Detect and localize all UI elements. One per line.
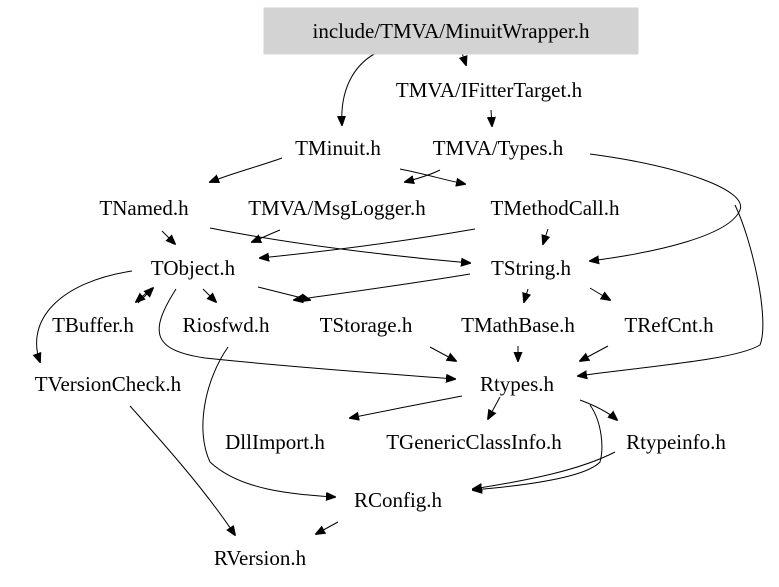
- edges-layer: [37, 52, 764, 535]
- node-tmathbase[interactable]: TMathBase.h: [461, 313, 575, 337]
- edge-rtypes-to-rtypeinfo: [579, 399, 617, 420]
- node-tmethodcall[interactable]: TMethodCall.h: [491, 196, 620, 220]
- edge-riosfwd-to-rconfig: [202, 346, 335, 497]
- node-trefcnt[interactable]: TRefCnt.h: [624, 313, 714, 337]
- edge-tnamed-to-tobject: [161, 230, 175, 244]
- edge-tnamed-to-tstring: [209, 227, 470, 263]
- node-label: Riosfwd.h: [183, 313, 270, 337]
- node-minuitwrapper[interactable]: include/TMVA/MinuitWrapper.h: [263, 7, 639, 55]
- nodes-layer: include/TMVA/MinuitWrapper.hTMVA/IFitter…: [35, 7, 726, 570]
- edge-tstring-to-tmathbase: [524, 288, 528, 302]
- node-rtypes[interactable]: Rtypes.h: [480, 372, 555, 396]
- node-rversion[interactable]: RVersion.h: [214, 546, 307, 570]
- edge-tstring-to-tstorage: [294, 273, 471, 300]
- node-label: TMVA/IFitterTarget.h: [396, 78, 583, 102]
- edge-rtypes-to-tgenericclassinfo: [488, 396, 501, 419]
- edge-tobject-to-riosfwd: [202, 288, 216, 302]
- edge-tmethodcall-to-tobject: [260, 228, 476, 258]
- node-label: TMathBase.h: [461, 313, 575, 337]
- node-riosfwd[interactable]: Riosfwd.h: [183, 313, 270, 337]
- edge-tobject-to-rtypes: [158, 288, 455, 379]
- edge-trefcnt-to-rtypes: [580, 345, 609, 361]
- edge-rconfig-to-rversion: [316, 521, 339, 534]
- node-label: RConfig.h: [354, 488, 443, 512]
- node-label: TRefCnt.h: [624, 313, 714, 337]
- node-tminuit[interactable]: TMinuit.h: [295, 136, 381, 160]
- edge-types-to-msglogger: [405, 169, 441, 182]
- node-label: TStorage.h: [320, 313, 413, 337]
- edge-msglogger-to-tobject: [252, 229, 281, 242]
- node-label: TMinuit.h: [295, 136, 381, 160]
- node-tversioncheck[interactable]: TVersionCheck.h: [35, 372, 182, 396]
- node-label: TVersionCheck.h: [35, 372, 182, 396]
- node-label: TMVA/MsgLogger.h: [248, 196, 426, 220]
- node-label: TObject.h: [151, 256, 236, 280]
- edge-tobject-to-tbuffer: [136, 287, 153, 302]
- node-tbuffer[interactable]: TBuffer.h: [52, 313, 134, 337]
- node-label: TBuffer.h: [52, 313, 134, 337]
- edge-tobject-to-tstorage: [257, 286, 310, 300]
- edge-ifittertarget-to-types: [491, 109, 492, 126]
- edge-tversioncheck-to-rversion: [129, 405, 235, 535]
- edge-tstring-to-trefcnt: [589, 287, 610, 300]
- edge-minuitwrapper-to-tminuit: [342, 52, 377, 125]
- edge-rtypeinfo-to-rconfig: [473, 451, 616, 489]
- node-tobject[interactable]: TObject.h: [151, 256, 236, 280]
- node-label: include/TMVA/MinuitWrapper.h: [313, 19, 590, 43]
- node-label: TString.h: [491, 256, 571, 280]
- node-tnamed[interactable]: TNamed.h: [99, 196, 189, 220]
- node-label: TMVA/Types.h: [433, 136, 564, 160]
- edge-tstorage-to-rtypes: [429, 346, 456, 361]
- node-tgenericclassinfo[interactable]: TGenericClassInfo.h: [386, 430, 562, 454]
- node-label: TNamed.h: [99, 196, 189, 220]
- edge-minuitwrapper-to-ifittertarget: [462, 52, 466, 65]
- node-label: RVersion.h: [214, 546, 307, 570]
- edge-tobject-to-tversioncheck: [37, 270, 133, 362]
- node-dllimport[interactable]: DllImport.h: [225, 430, 325, 454]
- edge-tbuffer-to-tobject: [137, 288, 153, 304]
- root-node-box: [263, 7, 639, 55]
- edge-types-to-tstring: [590, 153, 742, 261]
- node-label: TMethodCall.h: [491, 196, 620, 220]
- edge-types-to-rtypes: [578, 204, 764, 376]
- edge-rtypes-to-dllimport: [350, 395, 463, 418]
- edge-tminuit-to-tnamed: [210, 157, 283, 182]
- node-tstorage[interactable]: TStorage.h: [320, 313, 413, 337]
- node-label: Rtypeinfo.h: [626, 430, 726, 454]
- node-tstring[interactable]: TString.h: [491, 256, 571, 280]
- node-label: Rtypes.h: [480, 372, 555, 396]
- node-msglogger[interactable]: TMVA/MsgLogger.h: [248, 196, 426, 220]
- edge-tminuit-to-tmethodcall: [399, 168, 465, 184]
- node-label: TGenericClassInfo.h: [386, 430, 562, 454]
- node-types[interactable]: TMVA/Types.h: [433, 136, 564, 160]
- edge-tmethodcall-to-tstring: [543, 228, 548, 244]
- node-label: DllImport.h: [225, 430, 325, 454]
- node-rtypeinfo[interactable]: Rtypeinfo.h: [626, 430, 726, 454]
- edge-rtypes-to-rconfig: [473, 404, 603, 490]
- node-rconfig[interactable]: RConfig.h: [354, 488, 443, 512]
- node-ifittertarget[interactable]: TMVA/IFitterTarget.h: [396, 78, 583, 102]
